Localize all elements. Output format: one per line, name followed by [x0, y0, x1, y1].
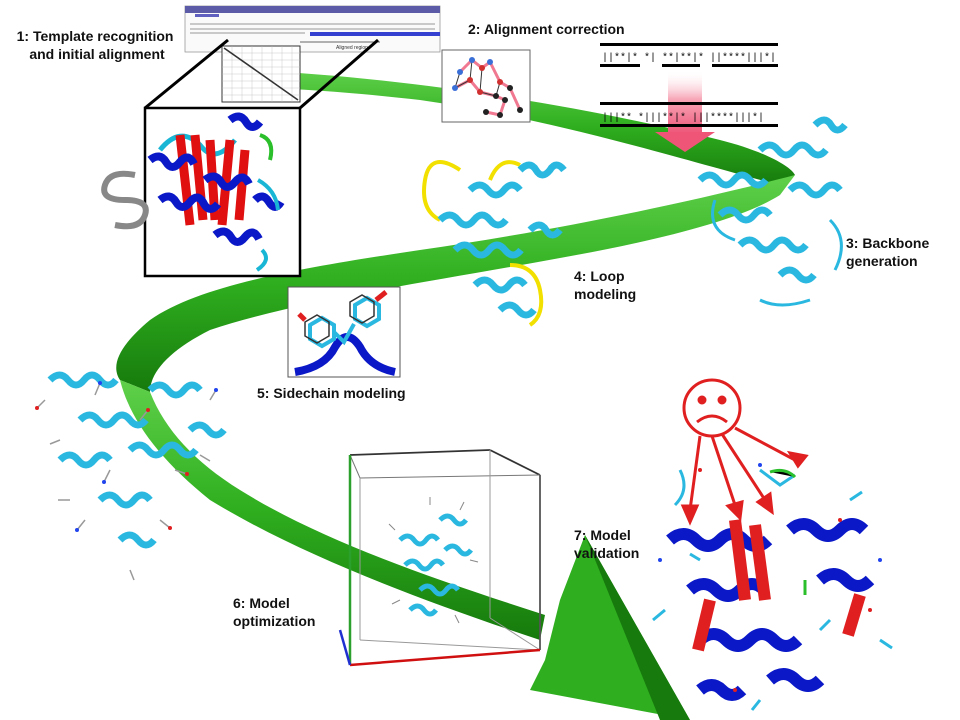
- step-6-optimization-box: [338, 449, 541, 667]
- validation-arrows: [680, 426, 809, 526]
- step-1-graphics: Aligned region: [101, 5, 441, 278]
- step-2-graphics: ||**|* *| **|**|* ||****|||*| |||** *|||…: [441, 43, 778, 152]
- sad-face-icon: [682, 378, 742, 438]
- step-7-label-line2: validation: [574, 545, 639, 561]
- step-2-label: 2: Alignment correction: [468, 21, 625, 37]
- alignment-network-graph: [452, 57, 523, 118]
- sidechain-protein-structure: [35, 371, 227, 581]
- template-protein-structure: [147, 112, 285, 272]
- step-3-label: 3: Backbone generation: [846, 235, 933, 269]
- step-4-label-line2: modeling: [574, 286, 636, 302]
- down-arrow-icon: [655, 132, 715, 152]
- ribbon-segment-bottom: [120, 380, 545, 640]
- step-1-label-line2: and initial alignment: [29, 46, 165, 62]
- step-7-graphics: [652, 378, 893, 711]
- step-labels: 1: Template recognition and initial alig…: [17, 21, 933, 629]
- step-1-label: 1: Template recognition and initial alig…: [17, 28, 178, 62]
- sidechain-inset: [287, 286, 401, 378]
- step-4-label: 4: Loop modeling: [574, 268, 636, 302]
- step-4-label-line1: 4: Loop: [574, 268, 625, 284]
- step-3-backbone-structure: [697, 116, 848, 307]
- step-1-label-line1: 1: Template recognition: [17, 28, 174, 44]
- alignment-before: ||**|* *| **|**|* ||****|||*|: [600, 43, 778, 67]
- blast-alignment-thumbnail: Aligned region: [184, 5, 441, 103]
- step-3-label-line2: generation: [846, 253, 918, 269]
- step-7-label: 7: Model validation: [574, 527, 639, 561]
- validation-protein-structure: [652, 463, 893, 711]
- step-6-label-line1: 6: Model: [233, 595, 290, 611]
- step-7-label-line1: 7: Model: [574, 527, 631, 543]
- aligned-region-text: Aligned region: [336, 45, 368, 51]
- alignment-after: |||** *|||**|* |||****|||*|: [600, 102, 778, 127]
- alignment-string-bottom: |||** *|||**|* |||****|||*|: [602, 112, 764, 124]
- step-5-label: 5: Sidechain modeling: [257, 385, 406, 401]
- step-6-label: 6: Model optimization: [233, 595, 315, 629]
- step-3-label-line1: 3: Backbone: [846, 235, 929, 251]
- step-4-loop-structure: [422, 160, 567, 327]
- step-5-graphics: [287, 286, 401, 378]
- alignment-string-top: ||**|* *| **|**|* ||****|||*|: [602, 52, 776, 64]
- grey-helix-fragment: [101, 170, 149, 230]
- step-6-label-line2: optimization: [233, 613, 315, 629]
- ribbon-segment-middle: [116, 175, 795, 392]
